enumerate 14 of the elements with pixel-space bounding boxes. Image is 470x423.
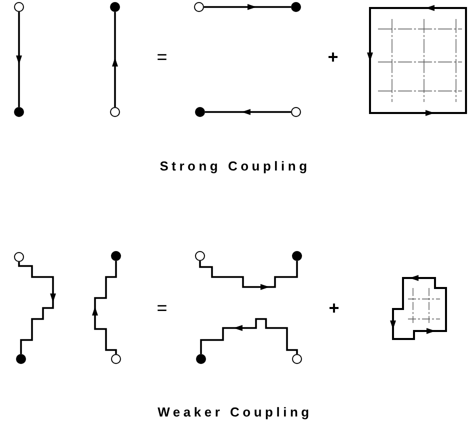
caption-text: Weaker Coupling: [158, 406, 312, 418]
arrow: [18, 262, 56, 354]
equals-sign: =: [156, 48, 168, 66]
arrow: [112, 12, 118, 107]
arrow: [92, 261, 117, 354]
equals-sign: =: [156, 299, 168, 317]
arrow: [199, 261, 298, 290]
plus-sign: +: [328, 299, 340, 317]
plus-sign: +: [328, 48, 338, 66]
arrow: [16, 12, 22, 107]
arrow: [200, 318, 298, 354]
arrow: [204, 4, 291, 10]
caption-text: Strong Coupling: [160, 160, 310, 172]
arrow: [205, 109, 291, 115]
